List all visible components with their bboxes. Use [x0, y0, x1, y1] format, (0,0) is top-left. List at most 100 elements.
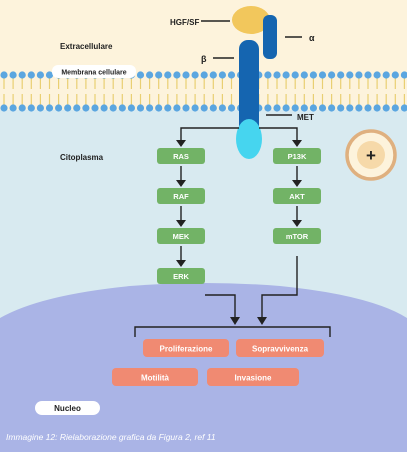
pathway-arrowhead	[292, 180, 302, 187]
lipid-head	[400, 71, 407, 79]
arrowhead-to-ras	[176, 140, 186, 147]
lipid-head	[146, 104, 154, 112]
receptor-branch-connector	[180, 127, 298, 141]
pathway-arrowhead	[176, 180, 186, 187]
lipid-head	[291, 71, 299, 79]
lipid-head	[73, 104, 81, 112]
lipid-head	[318, 71, 327, 79]
lipid-head	[391, 104, 399, 112]
lipid-head	[136, 104, 145, 112]
lipid-head	[100, 104, 108, 112]
outcome-invasione: Invasione	[207, 368, 299, 386]
lipid-head	[227, 71, 236, 79]
lipid-head	[328, 104, 336, 112]
outcome-label: Motilità	[141, 374, 170, 383]
lipid-head	[173, 104, 181, 112]
lipid-head	[0, 71, 8, 79]
lipid-head	[9, 71, 17, 79]
lipid-head	[373, 104, 381, 112]
nucleus-label: Nucleo	[54, 404, 81, 413]
outcome-label: Proliferazione	[160, 345, 213, 354]
lipid-head	[209, 104, 217, 112]
pathway-label: mTOR	[286, 232, 309, 241]
lipid-head	[227, 104, 236, 112]
lipid-head	[36, 104, 45, 112]
ligand-label: HGF/SF	[170, 18, 199, 27]
ras-pathway-node-erk: ERK	[157, 268, 205, 284]
lipid-head	[346, 71, 354, 79]
pathway-box	[157, 268, 205, 284]
extracellular-label: Extracellulare	[60, 42, 113, 51]
outcome-box	[112, 368, 198, 386]
lipid-head	[309, 104, 317, 112]
ras-pathway: RAS RAF MEK ERK	[157, 148, 205, 284]
lipid-head	[337, 104, 345, 112]
lipid-head	[27, 104, 35, 112]
alpha-label: α	[309, 33, 315, 43]
met-beta-chain	[239, 40, 259, 146]
lipid-head	[55, 104, 63, 112]
outcome-box	[207, 368, 299, 386]
lipid-head	[364, 104, 372, 112]
outcome-label: Invasione	[235, 374, 272, 383]
lipid-head	[209, 71, 217, 79]
beta-label: β	[201, 54, 207, 64]
lipid-head	[382, 71, 390, 79]
lipid-head	[391, 71, 399, 79]
lipid-head	[127, 104, 135, 112]
arrowhead-to-p13k	[292, 140, 302, 147]
lipid-head	[355, 71, 363, 79]
outcome-motilit: Motilità	[112, 368, 198, 386]
lipid-head	[300, 104, 308, 112]
lipid-head	[191, 104, 199, 112]
lipid-head	[300, 71, 308, 79]
pi3k-pathway-node-akt: AKT	[273, 188, 321, 204]
lipid-head	[64, 104, 72, 112]
met-kinase-domain	[236, 119, 262, 159]
lipid-head	[164, 71, 172, 79]
outcome-sopravvivenza: Sopravvivenza	[236, 339, 324, 357]
lipid-head	[0, 104, 8, 112]
lipid-head	[328, 71, 336, 79]
membrane-label-bg	[52, 65, 136, 78]
outcome-label: Sopravvivenza	[252, 345, 309, 354]
lipid-head	[155, 104, 163, 112]
pathway-label: RAF	[173, 192, 189, 201]
lipid-head	[118, 104, 126, 112]
lipid-head	[45, 71, 54, 79]
lipid-head	[36, 71, 45, 79]
lipid-head	[273, 104, 281, 112]
hgf-ligand	[232, 6, 270, 34]
pathway-label: RAS	[173, 152, 189, 161]
lipid-head	[282, 104, 290, 112]
pathway-box	[157, 148, 205, 164]
lipid-head	[355, 104, 363, 112]
lipid-head	[373, 71, 381, 79]
outcome-box	[236, 339, 324, 357]
lipid-head	[91, 104, 99, 112]
lipid-head	[318, 104, 327, 112]
pathway-label: ERK	[173, 272, 189, 281]
pi3k-pathway-node-mtor: mTOR	[273, 228, 321, 244]
lipid-head	[82, 104, 90, 112]
lipid-head	[9, 104, 17, 112]
outcome-bracket	[134, 326, 331, 337]
pathway-arrowhead	[292, 220, 302, 227]
lipid-head	[218, 104, 226, 112]
met-alpha-chain	[263, 15, 277, 59]
outcome-proliferazione: Proliferazione	[143, 339, 229, 357]
ras-pathway-node-mek: MEK	[157, 228, 205, 244]
arrowhead-mtor-outcome	[257, 317, 267, 325]
pathway-arrowhead	[176, 260, 186, 267]
lipid-head	[191, 71, 199, 79]
pathway-box	[273, 188, 321, 204]
pathway-arrowhead	[176, 220, 186, 227]
nucleus-region	[0, 283, 407, 452]
lipid-head	[182, 104, 190, 112]
lipid-head	[264, 71, 272, 79]
pathway-label: AKT	[289, 192, 305, 201]
pathway-box	[273, 228, 321, 244]
lipid-head	[45, 104, 54, 112]
lipid-head	[109, 104, 117, 112]
lipid-head	[18, 71, 26, 79]
